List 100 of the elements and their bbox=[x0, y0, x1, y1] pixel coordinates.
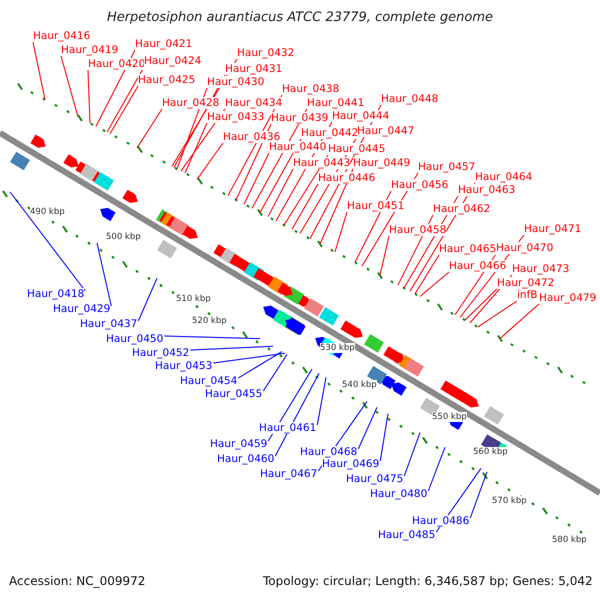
gene-label: Haur_0442 bbox=[301, 127, 358, 139]
gene-label: Haur_0443 bbox=[293, 157, 350, 169]
gene-label: Haur_0429 bbox=[53, 303, 110, 315]
gene-label: Haur_0424 bbox=[144, 55, 202, 67]
leader-line bbox=[196, 142, 224, 180]
gene-label: Haur_0455 bbox=[205, 388, 262, 400]
gene-label: Haur_0449 bbox=[353, 157, 410, 169]
leader-line bbox=[244, 152, 270, 205]
gene-label: Haur_0469 bbox=[322, 458, 380, 470]
leader-line bbox=[334, 212, 348, 252]
scale-label: 570 kbp bbox=[492, 496, 527, 506]
leader-line bbox=[164, 336, 260, 340]
gene-label: Haur_0425 bbox=[138, 74, 196, 86]
gene-label: Haur_0470 bbox=[496, 242, 554, 254]
gene-label: Haur_0458 bbox=[389, 224, 446, 236]
gene-label: Haur_0475 bbox=[346, 473, 404, 485]
leader-line bbox=[428, 446, 446, 492]
gene-label: Haur_0468 bbox=[300, 446, 358, 458]
gene-label: Haur_0439 bbox=[271, 112, 328, 124]
scale-label: 530 kbp bbox=[320, 343, 355, 353]
gene-label: Haur_0416 bbox=[33, 30, 90, 42]
leader-line bbox=[268, 168, 294, 218]
leader-line bbox=[184, 122, 208, 174]
gene-label: Haur_0457 bbox=[418, 161, 476, 173]
scale-label: 550 kbp bbox=[432, 412, 467, 422]
leader-line bbox=[110, 86, 138, 134]
gene-label: Haur_0445 bbox=[328, 143, 386, 155]
gene-label: infB bbox=[517, 289, 538, 301]
leader-line bbox=[138, 278, 158, 322]
gene-label: Haur_0428 bbox=[162, 97, 220, 109]
gene-label: Haur_0448 bbox=[381, 93, 438, 105]
gene-label: Haur_0459 bbox=[210, 438, 268, 450]
leader-line bbox=[478, 300, 518, 328]
gene-label: Haur_0454 bbox=[180, 375, 238, 387]
leader-line bbox=[470, 471, 488, 518]
gene-label: Haur_0453 bbox=[155, 360, 212, 372]
gene-label: Haur_0472 bbox=[497, 277, 554, 289]
leader-line bbox=[212, 352, 286, 364]
leader-line bbox=[136, 108, 162, 148]
gene-label: Haur_0479 bbox=[539, 292, 596, 304]
leader-line bbox=[500, 304, 540, 339]
gene-label: Haur_0471 bbox=[524, 223, 582, 235]
leader-line bbox=[380, 236, 390, 276]
gene-label: Haur_0473 bbox=[512, 263, 570, 275]
gene-label: Haur_0452 bbox=[132, 347, 190, 359]
leader-line bbox=[404, 432, 420, 476]
leader-line bbox=[190, 346, 274, 350]
scale-label: 490 kbp bbox=[30, 207, 65, 217]
accession-text: Accession: NC_009972 bbox=[9, 574, 146, 588]
gene-label: Haur_0450 bbox=[106, 333, 164, 345]
gene-label: Haur_0462 bbox=[433, 203, 490, 215]
genome-info-text: Topology: circular; Length: 6,346,587 bp; Genes: 5,042 bbox=[263, 574, 593, 588]
gene-label: Haur_0465 bbox=[439, 243, 496, 255]
scale-label: 580 kbp bbox=[552, 535, 587, 545]
gene-label: Haur_0434 bbox=[225, 97, 282, 109]
scale-label: 510 kbp bbox=[176, 294, 211, 304]
gene-label: Haur_0451 bbox=[347, 200, 404, 212]
gene-label: Haur_0456 bbox=[391, 179, 448, 191]
gene-label: Haur_0420 bbox=[88, 58, 146, 70]
leader-line bbox=[32, 42, 46, 100]
gene-label: Haur_0432 bbox=[237, 47, 294, 59]
gene-label: Haur_0480 bbox=[370, 488, 428, 500]
gene-label: Haur_0485 bbox=[378, 529, 436, 541]
gene-label: Haur_0444 bbox=[332, 110, 390, 122]
gene-label: Haur_0461 bbox=[259, 422, 316, 434]
leader-line bbox=[60, 56, 78, 118]
leader-line bbox=[176, 88, 208, 170]
scale-label: 560 kbp bbox=[473, 447, 508, 457]
leader-line bbox=[414, 254, 440, 294]
leader-line bbox=[10, 191, 86, 292]
leader-line bbox=[380, 413, 388, 462]
gene-label: Haur_0431 bbox=[225, 63, 282, 75]
gene-label: Haur_0440 bbox=[269, 141, 326, 153]
gene-label: Haur_0421 bbox=[135, 38, 192, 50]
scale-label: 500 kbp bbox=[106, 232, 141, 242]
scale-label: 520 kbp bbox=[192, 316, 227, 326]
leader-line bbox=[464, 288, 498, 321]
gene-label: Haur_0430 bbox=[207, 76, 264, 88]
gene-label: Haur_0486 bbox=[412, 515, 470, 527]
gene-label: Haur_0463 bbox=[458, 184, 516, 196]
gene-label: Haur_0438 bbox=[282, 83, 340, 95]
leader-line bbox=[96, 242, 112, 306]
gene-label: Haur_0433 bbox=[207, 111, 264, 123]
gene-label: Haur_0466 bbox=[449, 260, 506, 272]
leader-line bbox=[420, 272, 450, 297]
title: Herpetosiphon aurantiacus ATCC 23779, complete genome bbox=[106, 10, 494, 25]
leader-line bbox=[238, 351, 282, 378]
gene-label: Haur_0419 bbox=[61, 44, 118, 56]
gene-label: Haur_0460 bbox=[217, 453, 274, 465]
gene-label: Haur_0447 bbox=[357, 125, 414, 137]
leader-line bbox=[358, 406, 378, 450]
leader-line bbox=[292, 184, 318, 230]
gene-label: Haur_0437 bbox=[80, 318, 138, 330]
gene-label: Haur_0446 bbox=[318, 172, 376, 184]
leader-line bbox=[88, 70, 90, 124]
gene-label: Haur_0467 bbox=[260, 468, 318, 480]
leader-line bbox=[262, 354, 288, 392]
gene-label: Haur_0441 bbox=[307, 97, 364, 109]
gene-label: Haur_0436 bbox=[223, 131, 280, 143]
gene-label: Haur_0418 bbox=[27, 288, 84, 300]
